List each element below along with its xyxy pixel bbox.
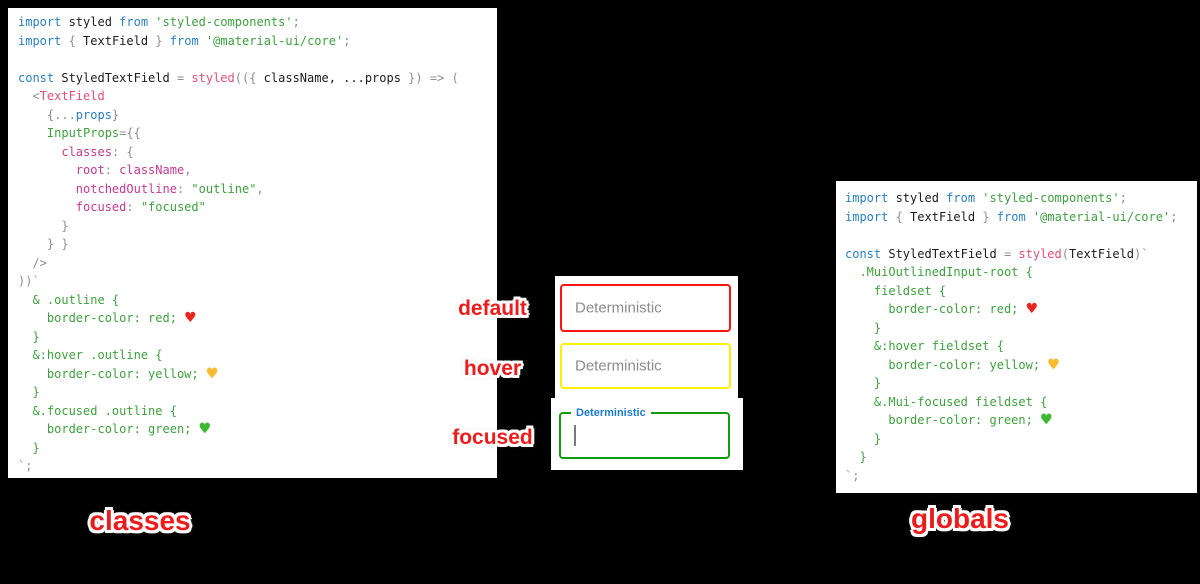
heart-icon: ♥ xyxy=(1040,412,1053,428)
code-block-globals: import styled from 'styled-components'; i… xyxy=(845,189,1197,485)
code-line: focused: "focused" xyxy=(75,200,206,214)
code-line: } xyxy=(845,376,882,390)
code-line: InputProps={{ xyxy=(46,126,141,140)
textfield-default-placeholder: Deterministic xyxy=(575,299,662,317)
state-label-hover: hover xyxy=(463,357,522,380)
code-line: ))` xyxy=(18,274,40,288)
caption-classes: classes xyxy=(89,505,191,536)
textfield-focused-label: Deterministic xyxy=(571,405,651,421)
code-line: } xyxy=(845,431,882,446)
heart-icon: ♥ xyxy=(184,310,197,326)
code-line: fieldset { xyxy=(845,283,947,298)
code-line: import { TextField } from '@material-ui/… xyxy=(18,33,351,48)
code-line: } xyxy=(18,385,40,399)
heart-icon: ♥ xyxy=(1025,301,1039,317)
globals-code-panel: import styled from 'styled-components'; i… xyxy=(836,181,1197,493)
code-line: /> xyxy=(18,255,47,270)
heart-icon: ♥ xyxy=(205,365,219,382)
heart-icon: ♥ xyxy=(198,421,212,437)
state-label-default: default xyxy=(458,297,527,320)
code-block-classes: import styled from 'styled-components'; i… xyxy=(18,13,497,476)
text-caret xyxy=(574,425,576,446)
code-line: import styled from 'styled-components'; xyxy=(845,191,1127,205)
code-line: classes: { xyxy=(61,144,134,159)
code-line: } xyxy=(18,440,40,455)
state-label-focused: focused xyxy=(452,426,533,449)
textfield-default[interactable]: Deterministic xyxy=(560,284,731,332)
heart-icon: ♥ xyxy=(1047,356,1060,373)
code-line: border-color: red; ♥ xyxy=(845,301,1039,317)
textfield-hover-placeholder: Deterministic xyxy=(575,357,662,375)
code-line: &:hover fieldset { xyxy=(845,339,1004,353)
code-line: &.focused .outline { xyxy=(18,403,177,418)
code-line: border-color: green; ♥ xyxy=(845,412,1053,428)
code-line: } xyxy=(18,329,40,344)
code-line: border-color: green; ♥ xyxy=(18,421,212,437)
code-line: `; xyxy=(845,468,860,483)
code-line xyxy=(18,50,497,69)
code-line xyxy=(845,226,1197,245)
code-line: } xyxy=(845,320,882,335)
code-line: & .outline { xyxy=(18,292,120,307)
code-line: } xyxy=(845,450,867,464)
code-line: .MuiOutlinedInput-root { xyxy=(845,265,1033,279)
classes-code-panel: import styled from 'styled-components'; i… xyxy=(8,8,497,478)
code-line: border-color: yellow; ♥ xyxy=(18,365,219,382)
caption-globals: globals xyxy=(910,503,1009,534)
code-line: notchedOutline: "outline", xyxy=(75,181,264,196)
code-line: const StyledTextField = styled(({ classN… xyxy=(18,70,459,85)
code-line: border-color: red; ♥ xyxy=(18,310,197,326)
code-line: &:hover .outline { xyxy=(18,348,163,362)
textfield-focused[interactable]: Deterministic xyxy=(559,405,730,459)
code-line: `; xyxy=(18,459,33,473)
code-line: } xyxy=(18,218,69,233)
code-line: const StyledTextField = styled(TextField… xyxy=(845,246,1149,261)
code-line: {...props} xyxy=(18,107,120,122)
code-line: border-color: yellow; ♥ xyxy=(845,356,1060,373)
code-line: } } xyxy=(18,237,69,251)
textfield-hover[interactable]: Deterministic xyxy=(560,343,731,389)
code-line: root: className, xyxy=(75,163,192,177)
code-line: &.Mui-focused fieldset { xyxy=(845,394,1048,409)
code-line: <TextField xyxy=(18,89,105,103)
code-line: import { TextField } from '@material-ui/… xyxy=(845,209,1178,224)
code-line: import styled from 'styled-components'; xyxy=(18,15,300,29)
